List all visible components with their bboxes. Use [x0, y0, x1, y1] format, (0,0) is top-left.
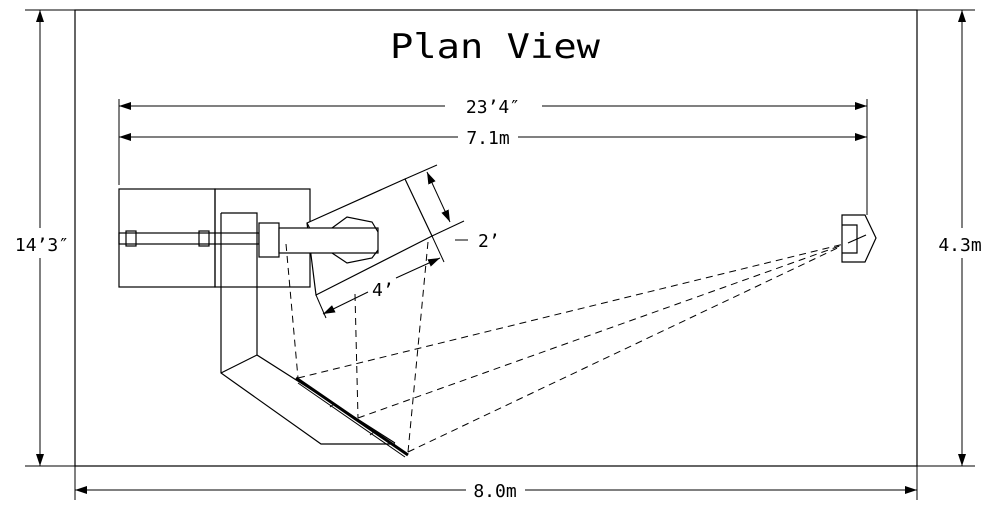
- dim-label-left-height: 14’3″: [15, 235, 69, 256]
- dim-label-top-imperial: 23’4″: [466, 97, 520, 118]
- projector-lens: [258, 216, 379, 264]
- dim-screen-depth: 2’: [404, 164, 500, 252]
- rail-assembly: [118, 230, 260, 247]
- viewer-icon: [841, 214, 877, 263]
- dim-top-imperial: 23’4″: [119, 97, 867, 118]
- page-title: Plan View: [390, 27, 601, 67]
- dim-left-height: 14’3″: [15, 10, 69, 466]
- dim-label-top-metric: 7.1m: [466, 128, 509, 149]
- dim-top-metric: 7.1m: [119, 128, 867, 149]
- dim-right-height: 4.3m: [938, 10, 982, 466]
- dim-label-screen-offset: 4’: [372, 280, 394, 301]
- dim-label-screen-depth: 2’: [478, 231, 500, 252]
- room-outline: [74, 9, 918, 467]
- dim-bottom-width: 8.0m: [75, 481, 917, 502]
- mirror: [295, 376, 409, 458]
- dim-label-bottom-width: 8.0m: [473, 481, 516, 502]
- extension-lines: [25, 9, 975, 500]
- projection-rays: [285, 241, 849, 453]
- dim-label-right-height: 4.3m: [938, 235, 981, 256]
- dim-screen-offset: 4’: [315, 235, 445, 319]
